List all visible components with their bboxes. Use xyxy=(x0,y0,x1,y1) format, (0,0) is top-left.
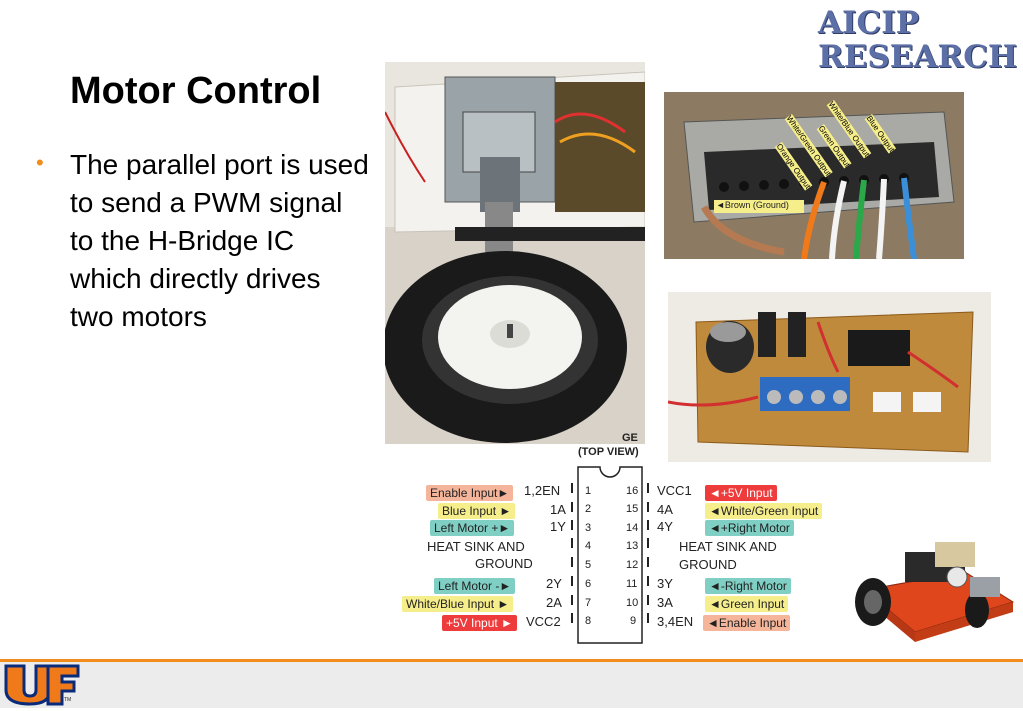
h-bridge-pinout-diagram: GE (TOP VIEW) Enable Input► 1,2EN 1 Blue… xyxy=(400,430,840,645)
uf-logo: TM xyxy=(4,664,80,706)
pin3-signal-label: Left Motor +► xyxy=(430,520,515,536)
pin8-name: VCC2 xyxy=(526,614,561,629)
logo-line-2: RESEARCH xyxy=(818,39,1018,75)
pin1-name: 1,2EN xyxy=(524,483,561,498)
aicip-research-logo: AICIP RESEARCH xyxy=(818,6,1018,74)
pin11-signal-label: ◄-Right Motor xyxy=(705,578,791,594)
pin8-number: 8 xyxy=(585,615,592,627)
pin15-number: 15 xyxy=(626,503,639,515)
pin15-signal-label: ◄White/Green Input xyxy=(705,503,823,519)
pin9-number: 9 xyxy=(630,615,637,627)
pinout-header-fragment: GE xyxy=(622,432,638,444)
pin10-signal-label: ◄Green Input xyxy=(705,596,789,612)
pin6-name: 2Y xyxy=(546,576,562,591)
pin4-name: HEAT SINK AND xyxy=(427,539,525,554)
robot-photo xyxy=(845,532,1023,657)
pin1-number: 1 xyxy=(585,485,592,497)
pin5-number: 5 xyxy=(585,559,592,571)
pin10-number: 10 xyxy=(626,597,639,609)
pin3-number: 3 xyxy=(585,522,592,534)
slide-title: Motor Control xyxy=(70,70,322,112)
pin7-number: 7 xyxy=(585,597,592,609)
pin5-name: GROUND xyxy=(475,556,533,571)
pin1-signal-label: Enable Input► xyxy=(426,485,514,501)
pin10-name: 3A xyxy=(657,595,673,610)
pin7-name: 2A xyxy=(546,595,562,610)
bullet-text: The parallel port is used to send a PWM … xyxy=(70,149,369,332)
pin2-name: 1A xyxy=(550,502,566,517)
pin14-name: 4Y xyxy=(657,519,673,534)
pin14-signal-label: ◄+Right Motor xyxy=(705,520,794,536)
pin16-number: 16 xyxy=(626,485,639,497)
parallel-port-connector-photo: ◄Brown (Ground) Orange Output White/Gree… xyxy=(664,92,964,259)
ic-package-outline xyxy=(571,466,649,644)
brown-ground-label: ◄Brown (Ground) xyxy=(716,200,789,210)
pin9-name: 3,4EN xyxy=(657,614,694,629)
pin6-signal-label: Left Motor -► xyxy=(434,578,516,594)
pin3-name: 1Y xyxy=(550,519,566,534)
bullet-icon: • xyxy=(36,150,44,175)
pin14-number: 14 xyxy=(626,522,639,534)
pin16-name: VCC1 xyxy=(657,483,692,498)
footer-bar xyxy=(0,662,1023,708)
pin13-name: HEAT SINK AND xyxy=(679,539,777,554)
logo-line-1: AICIP xyxy=(818,5,920,41)
pin6-number: 6 xyxy=(585,578,592,590)
pin2-number: 2 xyxy=(585,503,592,515)
pin16-signal-label: ◄+5V Input xyxy=(705,485,777,501)
pin4-number: 4 xyxy=(585,540,592,552)
pin15-name: 4A xyxy=(657,502,673,517)
pin12-name: GROUND xyxy=(679,557,737,572)
pin11-name: 3Y xyxy=(657,576,673,591)
pin2-signal-label: Blue Input ► xyxy=(438,503,516,519)
pin9-signal-label: ◄Enable Input xyxy=(703,615,791,631)
trademark-label: TM xyxy=(64,697,72,703)
pin12-number: 12 xyxy=(626,559,639,571)
pin13-number: 13 xyxy=(626,540,639,552)
h-bridge-board-photo xyxy=(668,292,991,462)
pin11-number: 11 xyxy=(626,578,638,590)
footer-accent-line xyxy=(0,659,1023,662)
pin8-signal-label: +5V Input ► xyxy=(442,615,517,631)
pin7-signal-label: White/Blue Input ► xyxy=(402,596,514,612)
top-view-label: (TOP VIEW) xyxy=(578,446,639,458)
motor-wheel-photo xyxy=(385,62,645,444)
